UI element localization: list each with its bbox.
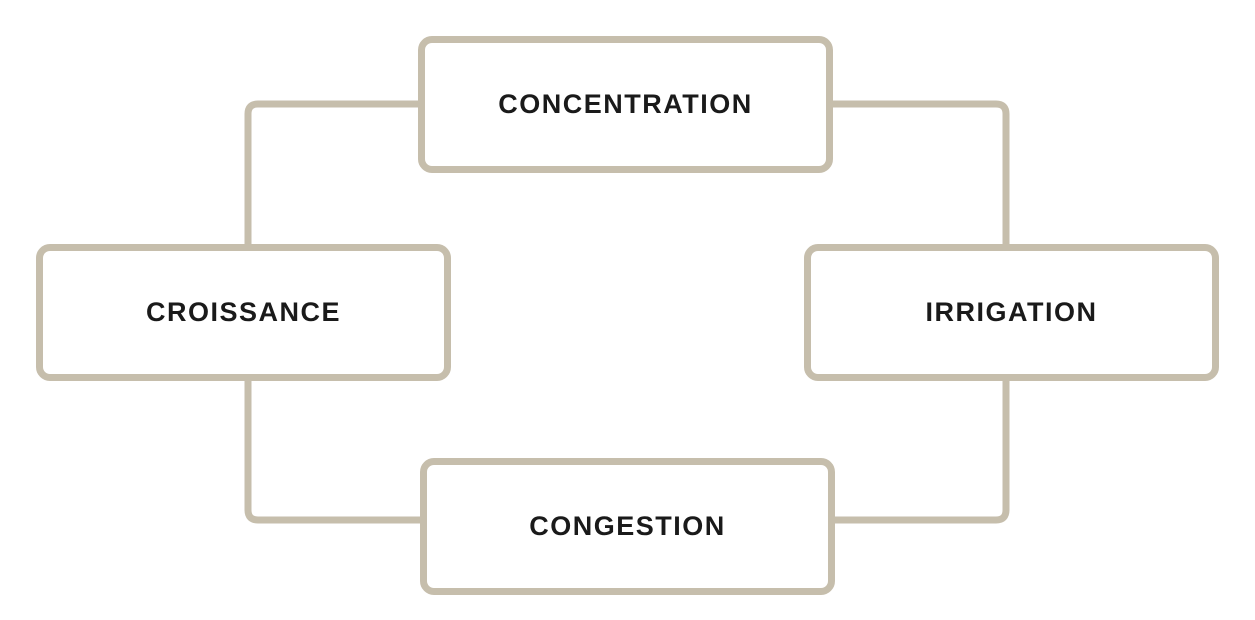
connector-concentration-croissance: [244, 100, 421, 246]
connector-irrigation-congestion: [832, 379, 1010, 524]
node-congestion-label: CONGESTION: [529, 511, 726, 541]
node-croissance-label: CROISSANCE: [145, 297, 342, 327]
node-concentration: CONCENTRATION: [418, 36, 833, 173]
connector-croissance-congestion: [244, 379, 423, 524]
node-concentration-label: CONCENTRATION: [498, 89, 753, 119]
node-croissance: CROISSANCE: [36, 244, 451, 381]
node-irrigation: IRRIGATION: [804, 244, 1219, 381]
node-irrigation-label: IRRIGATION: [925, 297, 1098, 327]
node-congestion: CONGESTION: [420, 458, 835, 595]
connector-concentration-irrigation: [832, 100, 1010, 246]
